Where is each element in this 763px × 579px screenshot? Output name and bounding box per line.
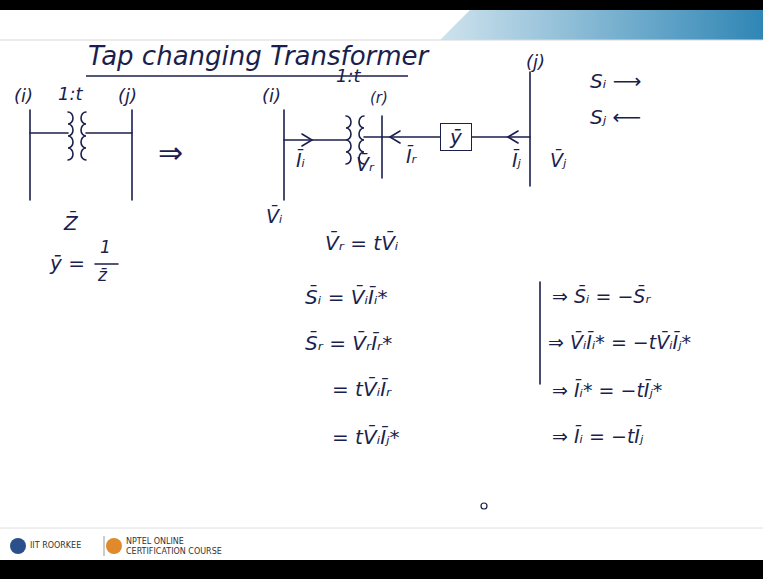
current-label: Īᵣ bbox=[406, 146, 417, 168]
equation: ȳ = bbox=[50, 252, 85, 275]
fraction-part: z̄ bbox=[98, 266, 107, 286]
bus-bar bbox=[131, 110, 133, 200]
equation: S̄ᵣ = V̄ᵣĪᵣ* bbox=[305, 332, 392, 355]
nptel-logo bbox=[106, 538, 122, 554]
footer-text: CERTIFICATION COURSE bbox=[126, 547, 222, 556]
current-arrow bbox=[390, 131, 400, 143]
bus-bar bbox=[29, 110, 31, 200]
voltage-label: V̄ⱼ bbox=[550, 150, 566, 172]
bus-label: (i) bbox=[262, 86, 281, 107]
current-label: Īⱼ bbox=[512, 150, 521, 172]
power-flow: Sᵢ ⟶ bbox=[590, 70, 641, 93]
bus-label: (i) bbox=[14, 86, 33, 107]
pointer-dot bbox=[481, 503, 487, 509]
admittance-symbol: ȳ bbox=[450, 125, 462, 149]
bus-label: (r) bbox=[370, 90, 388, 107]
wire bbox=[284, 139, 346, 141]
coil bbox=[346, 116, 351, 164]
divider bbox=[539, 282, 541, 384]
footer-divider bbox=[104, 536, 105, 556]
fraction-bar bbox=[95, 263, 118, 265]
bus-bar bbox=[529, 72, 531, 186]
power-flow: Sⱼ ⟵ bbox=[590, 106, 641, 129]
coil bbox=[68, 112, 73, 160]
bus-bar bbox=[283, 110, 285, 200]
turns-ratio: 1:t bbox=[58, 84, 83, 105]
current-arrow bbox=[302, 134, 312, 146]
bus-label: (j) bbox=[118, 86, 137, 107]
equation: ⇒ V̄ᵢĪᵢ* = −tV̄ᵢĪⱼ* bbox=[548, 332, 691, 354]
coil bbox=[81, 112, 86, 160]
footer-rule bbox=[0, 528, 763, 529]
equation: V̄ᵣ = tV̄ᵢ bbox=[325, 232, 398, 255]
voltage-label: V̄ᵣ bbox=[356, 154, 374, 176]
wire bbox=[472, 136, 530, 138]
turns-ratio: 1:t bbox=[336, 66, 361, 87]
fraction-part: 1 bbox=[100, 238, 111, 258]
footer-text: IIT ROORKEE bbox=[30, 541, 81, 550]
wire bbox=[86, 132, 132, 134]
header-band bbox=[440, 10, 763, 40]
voltage-label: V̄ᵢ bbox=[266, 206, 282, 228]
bottom-bar bbox=[0, 560, 763, 579]
equation: ⇒ S̄ᵢ = −S̄ᵣ bbox=[552, 286, 650, 308]
equation: = tV̄ᵢĪⱼ* bbox=[332, 426, 400, 449]
bus-bar bbox=[381, 116, 383, 178]
slide-title: Tap changing Transformer bbox=[88, 42, 428, 72]
equation: S̄ᵢ = V̄ᵢĪᵢ* bbox=[305, 286, 387, 309]
current-label: Īᵢ bbox=[296, 150, 305, 172]
iit-logo bbox=[10, 538, 26, 554]
admittance-box: ȳ bbox=[440, 123, 472, 151]
bus-label: (j) bbox=[526, 52, 545, 73]
wire bbox=[30, 132, 68, 134]
equation: = tV̄ᵢĪᵣ bbox=[332, 378, 391, 401]
wire bbox=[364, 136, 382, 138]
footer-text: NPTEL ONLINE bbox=[126, 537, 184, 546]
equation: ⇒ Īᵢ* = −tĪⱼ* bbox=[552, 380, 662, 402]
top-bar bbox=[0, 0, 763, 10]
current-arrow bbox=[508, 131, 518, 143]
impedance-label: Z̄ bbox=[64, 212, 78, 235]
implies-arrow: ⇒ bbox=[158, 136, 183, 171]
header-rule bbox=[0, 40, 763, 41]
equation: ⇒ Īᵢ = −tĪⱼ bbox=[552, 426, 643, 448]
